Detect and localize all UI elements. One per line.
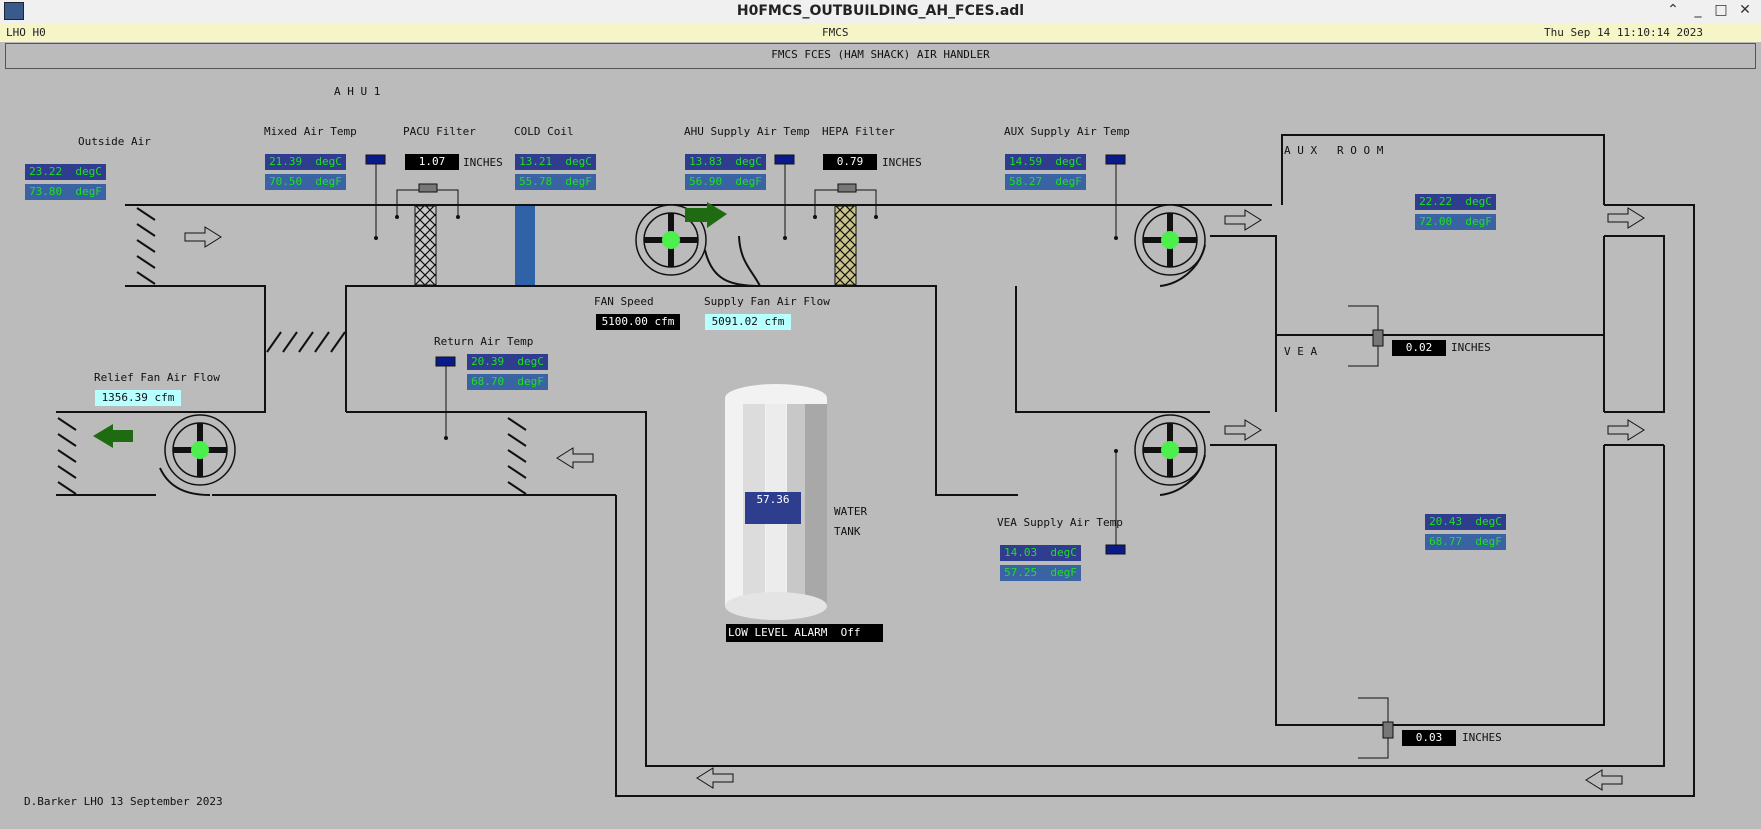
hepa-filter-label: HEPA Filter [822,125,895,138]
relief-fan-icon [159,414,236,496]
ahu-supply-temp-c: 13.83 degC [685,154,766,170]
vea-supply-label: VEA Supply Air Temp [997,516,1123,529]
tank-label: TANK [834,525,861,538]
outside-air-label: Outside Air [78,135,151,148]
author-footer: D.Barker LHO 13 September 2023 [24,795,223,808]
vea-label: V E A [1284,345,1318,358]
pacu-filter-dp: 1.07 [405,154,459,170]
mixed-air-label: Mixed Air Temp [264,125,357,138]
return-air-temp-f: 68.70 degF [467,374,548,390]
outside-air-temp-c: 23.22 degC [25,164,106,180]
status-header: LHO H0 FMCS Thu Sep 14 11:10:14 2023 [0,24,1761,42]
aux-supply-temp-f: 58.27 degF [1005,174,1086,190]
hepa-filter-dp: 0.79 [823,154,877,170]
relief-fan-flow-value: 1356.39 cfm [95,390,181,406]
page-title: FMCS FCES (HAM SHACK) AIR HANDLER [771,48,990,61]
aux-supply-sensor-icon [1105,154,1126,165]
relief-flow-arrow-icon [93,424,133,448]
vea-room-temp-c: 20.43 degC [1425,514,1506,530]
vea-supply-temp-f: 57.25 degF [1000,565,1081,581]
vea-fan-icon [1134,414,1206,496]
return-air-temp-c: 20.39 degC [467,354,548,370]
fan-speed-label: FAN Speed [594,295,654,308]
cold-coil-label: COLD Coil [514,125,574,138]
airflow-arrow-icon [556,447,594,469]
louvers [57,207,527,495]
datetime-label: Thu Sep 14 11:10:14 2023 [1544,26,1703,39]
close-icon[interactable]: ✕ [1739,2,1751,18]
vea-supply-temp-c: 14.03 degC [1000,545,1081,561]
aux-room-label: A U X R O O M [1284,144,1384,157]
return-air-sensor-icon [435,356,456,367]
airflow-arrow-icon [184,226,222,248]
aux-room-temp-f: 72.00 degF [1415,214,1496,230]
fan-speed-value: 5100.00 cfm [596,314,680,330]
filter-dp-taps [396,189,877,217]
pacu-units-label: INCHES [463,156,503,169]
system-label: FMCS [822,26,849,39]
water-label: WATER [834,505,868,518]
outside-air-temp-f: 73.80 degF [25,184,106,200]
airflow-arrow-icon [696,767,734,789]
supply-fan-flow-value: 5091.02 cfm [705,314,791,330]
mixed-air-temp-c: 21.39 degC [265,154,346,170]
water-tank-icon [725,384,827,620]
mixed-air-temp-f: 70.50 degF [265,174,346,190]
app-icon[interactable] [4,2,24,20]
vea-dp-units-label: INCHES [1451,341,1491,354]
aux-fan-icon [1134,204,1206,287]
vea-supply-sensor-icon [1105,544,1126,555]
supply-flow-arrow-icon [685,202,727,228]
chevron-up-icon[interactable]: ⌃ [1667,2,1679,18]
sensor-probes [375,164,1117,545]
airflow-arrow-icon [1607,207,1645,229]
vea-room-temp-f: 68.77 degF [1425,534,1506,550]
maximize-icon[interactable]: □ [1714,2,1728,18]
low-level-alarm-status: LOW LEVEL ALARM Off [726,624,883,642]
ahu-label: A H U 1 [334,85,381,98]
room-dp-taps [1348,305,1389,759]
ahu-supply-label: AHU Supply Air Temp [684,125,810,138]
vea-room-dp: 0.02 [1392,340,1446,356]
ahu-supply-temp-f: 56.90 degF [685,174,766,190]
window-title: H0FMCS_OUTBUILDING_AH_FCES.adl [736,3,1025,19]
cold-coil-element [515,206,535,285]
aux-supply-label: AUX Supply Air Temp [1004,125,1130,138]
site-label: LHO H0 [6,26,46,39]
relief-fan-flow-label: Relief Fan Air Flow [94,371,220,384]
return-air-label: Return Air Temp [434,335,534,348]
mixed-air-sensor-icon [365,154,386,165]
cold-coil-temp-f: 55.78 degF [515,174,596,190]
vea-lower-dp: 0.03 [1402,730,1456,746]
aux-supply-temp-c: 14.59 degC [1005,154,1086,170]
hepa-units-label: INCHES [882,156,922,169]
ahu-supply-sensor-icon [774,154,795,165]
airflow-arrow-icon [1585,769,1623,791]
pacu-filter-label: PACU Filter [403,125,476,138]
airflow-arrow-icon [1224,419,1262,441]
airflow-arrow-icon [1607,419,1645,441]
minimize-icon[interactable]: _ [1694,2,1702,18]
ductwork [56,134,1695,797]
tank-level-value: 57.36 [745,492,801,524]
cold-coil-temp-c: 13.21 degC [515,154,596,170]
airflow-arrow-icon [1224,209,1262,231]
supply-fan-icon [635,204,761,287]
supply-fan-flow-label: Supply Fan Air Flow [704,295,830,308]
aux-room-temp-c: 22.22 degC [1415,194,1496,210]
page-banner: FMCS FCES (HAM SHACK) AIR HANDLER [5,43,1756,69]
vea-lower-dp-units-label: INCHES [1462,731,1502,744]
